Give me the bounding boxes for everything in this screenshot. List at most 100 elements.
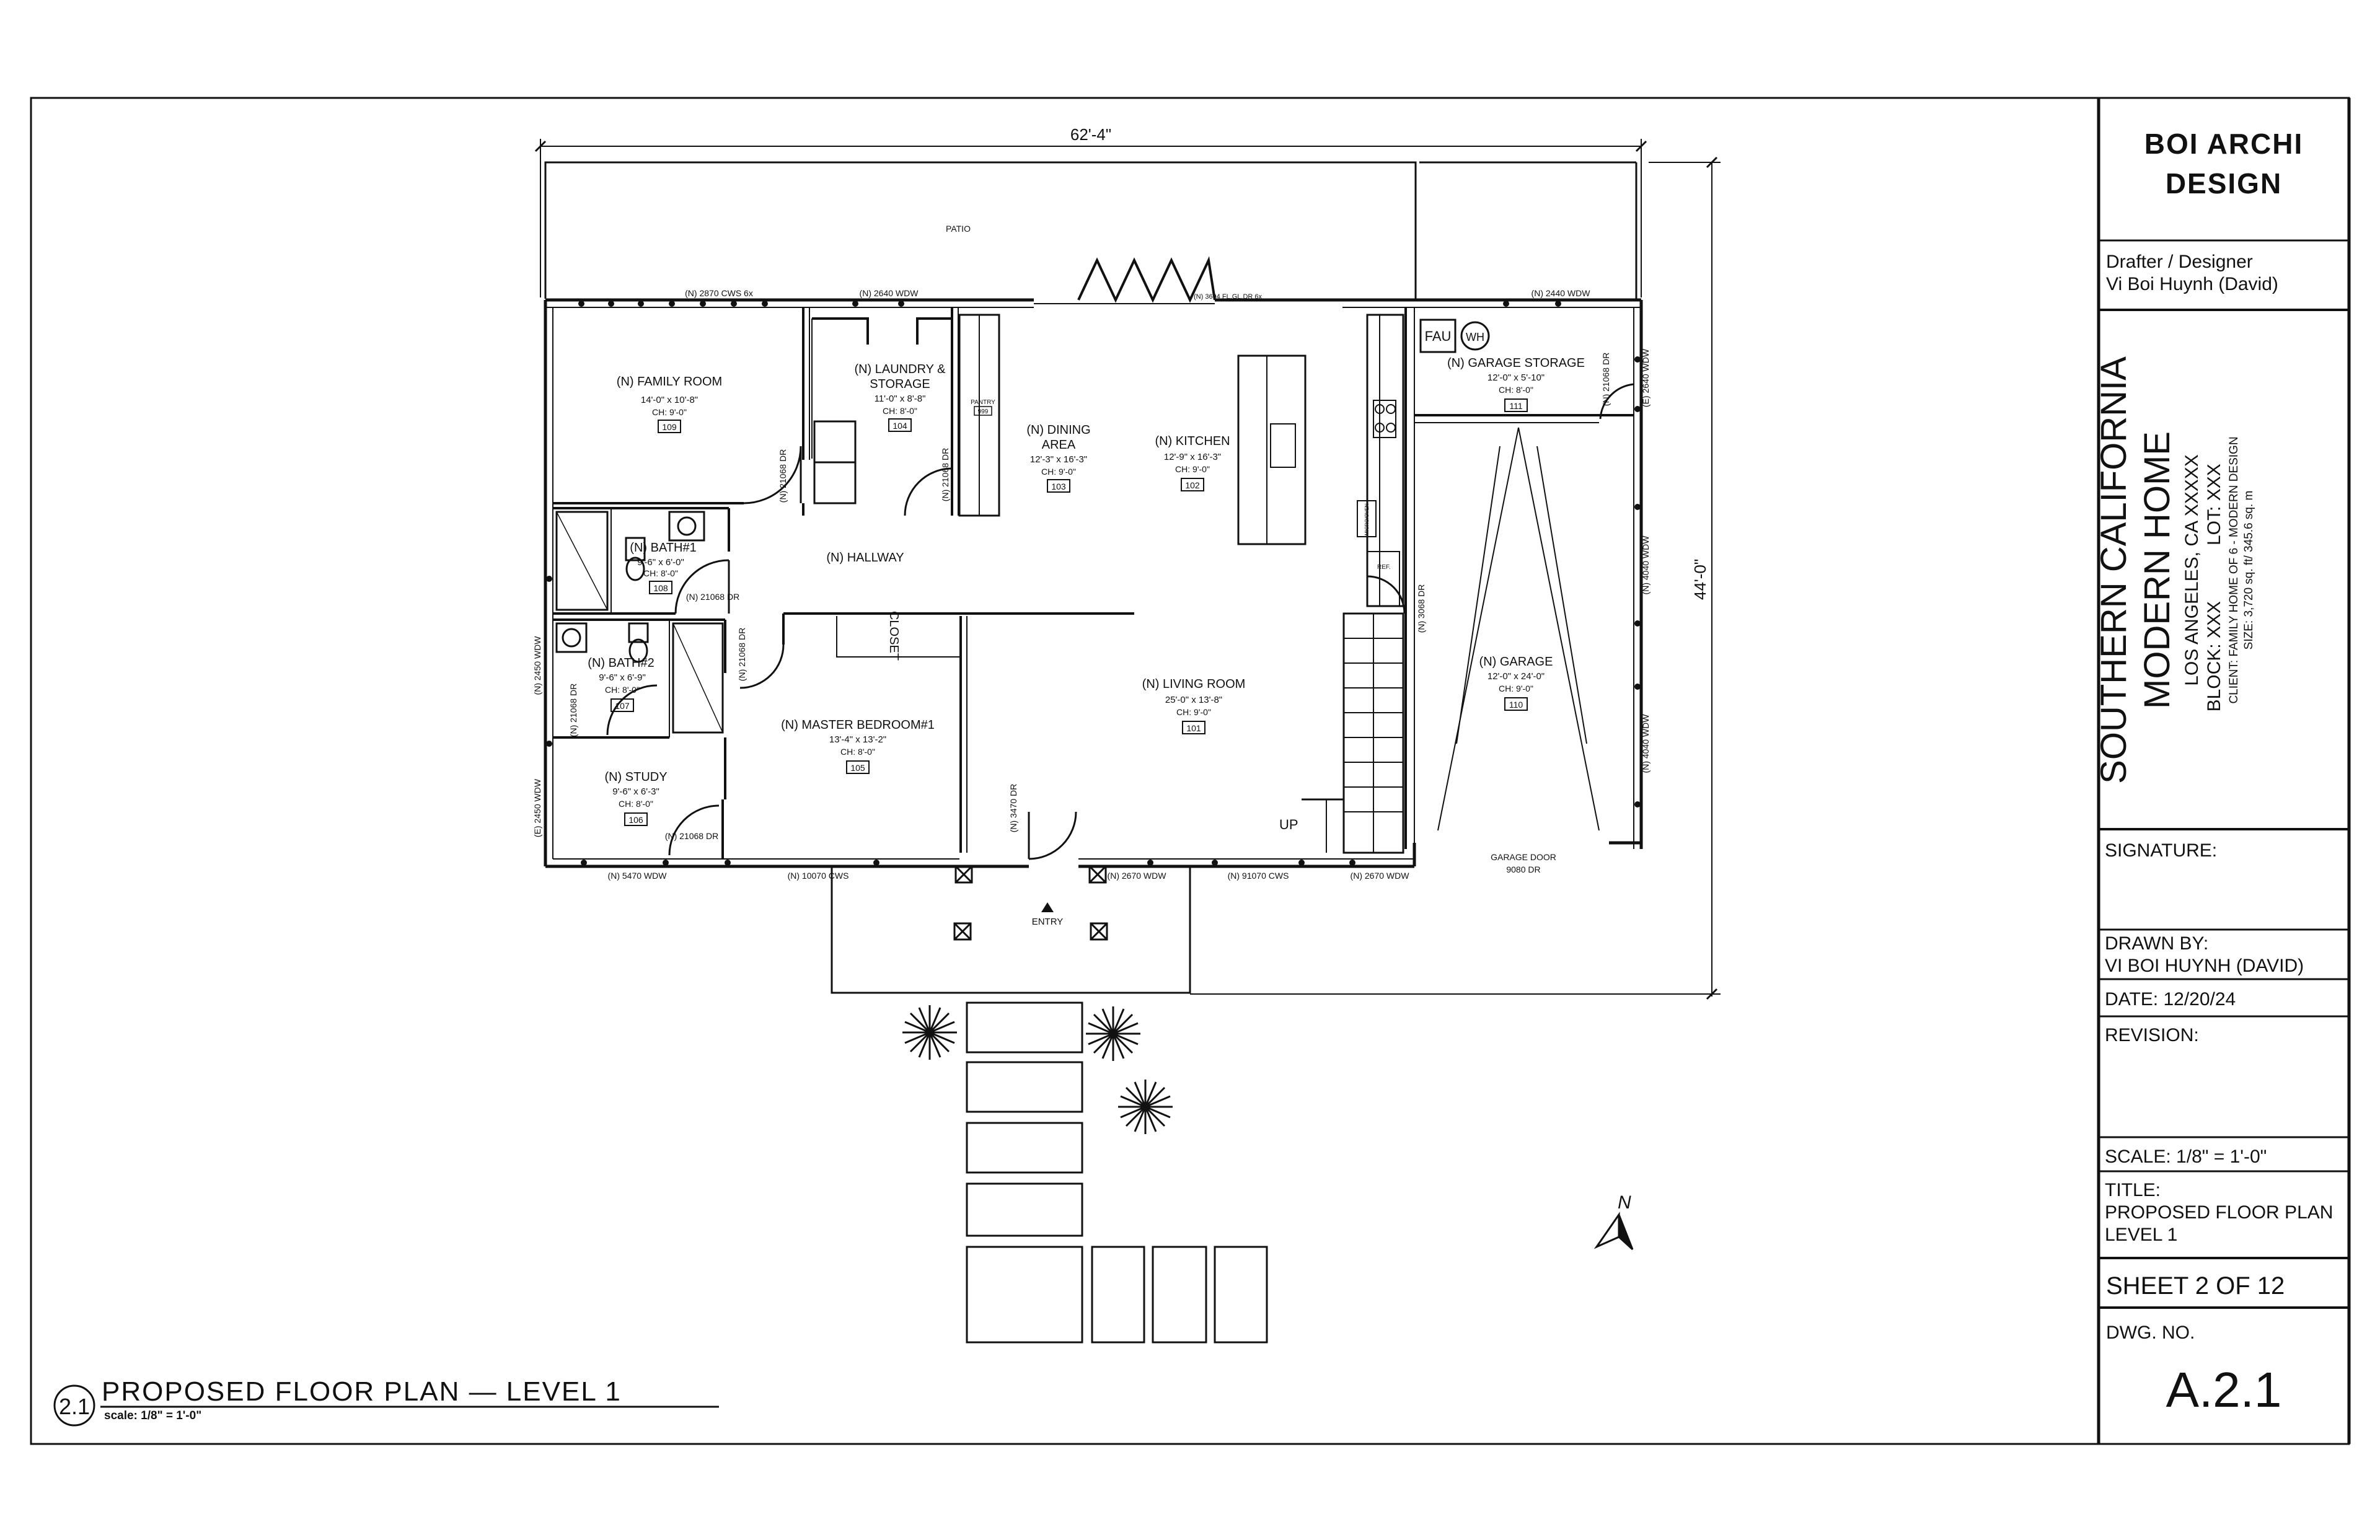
sheet-number: SHEET 2 OF 12 [2106,1272,2285,1300]
label-d-family: (N) 21068 DR [778,449,788,503]
patio-label: PATIO [946,224,971,234]
project-lot: LOT: XXX [2204,464,2224,545]
dimension-depth: 44'-0" [1190,156,1721,1000]
family-room-number: 109 [662,422,677,432]
appliance-label: MICRO/OVEN [1364,503,1370,535]
drawing-title: 2.1 PROPOSED FLOOR PLAN — LEVEL 1 scale:… [53,1376,719,1427]
dining-name2: AREA [1042,438,1076,452]
laundry-appliances [813,420,857,504]
pantry-number: 999 [978,408,989,415]
label-d-study: (N) 21068 DR [665,831,718,841]
drawn-by-label: DRAWN BY: [2105,933,2208,954]
bath1-size: 9'-6" x 6'-0" [637,557,684,568]
living-number: 101 [1186,723,1201,733]
overall-depth-label: 44'-0" [1691,559,1709,600]
label-w-garage-lower: (N) 4040 WDW [1641,714,1651,773]
landscape-plants [902,1005,1173,1134]
label-d-fold: (N) 3694 FL.GL.DR 6x [1194,293,1263,301]
label-w-left-lower: (E) 2450 WDW [532,778,542,837]
label-w-bot4: (N) 91070 CWS [1228,871,1289,881]
project-name-line2: MODERN HOME [2137,431,2177,709]
laundry-ch: CH: 8'-0" [883,406,917,416]
drawing-number: 2.1 [59,1394,90,1419]
wh-label: WH [1466,331,1484,343]
kitchen-number: 102 [1185,480,1200,490]
laundry-name2: STORAGE [870,377,930,391]
firm-name-line2: DESIGN [2166,167,2282,200]
laundry-number: 104 [892,421,907,431]
garage-door-line1: GARAGE DOOR [1491,852,1556,862]
garage-car-outline [1437,427,1600,831]
door-swings [606,383,1634,860]
stairs [1302,612,1404,854]
interior-walls [553,307,1634,859]
hallway-name: (N) HALLWAY [826,551,904,565]
project-client: CLIENT: FAMILY HOME OF 6 - MODERN DESIGN [2228,436,2241,703]
living-size: 25'-0" x 13'-8" [1165,695,1222,705]
drafter-label: Drafter / Designer [2106,252,2253,272]
ref-label: REF. [1377,564,1391,571]
drawing-title-text: PROPOSED FLOOR PLAN — LEVEL 1 [102,1376,622,1407]
title-line1: PROPOSED FLOOR PLAN [2105,1202,2333,1223]
dwg-number: A.2.1 [2166,1362,2282,1417]
overall-width-label: 62'-4" [1070,125,1111,144]
label-w-laundry-top: (N) 2640 WDW [860,288,919,298]
master-ch: CH: 8'-0" [840,747,875,757]
walkway-pavers [966,1001,1268,1344]
dining-ch: CH: 9'-0" [1041,467,1076,477]
entry-arrow [1041,902,1054,912]
exterior-walls [544,298,1643,868]
dining-name1: (N) DINING [1026,423,1090,437]
drawn-by-name: VI BOI HUYNH (DAVID) [2105,956,2304,976]
entry-porch [831,865,1191,994]
signature-label: SIGNATURE: [2105,840,2217,861]
window-ticks [546,301,1641,866]
study-ch: CH: 8'-0" [619,799,653,809]
opening-labels: (N) 2870 CWS 6x (N) 2640 WDW (N) 3694 FL… [532,288,1651,881]
folding-glass-door [1034,256,1216,304]
title-block: BOI ARCHI DESIGN Drafter / Designer Vi B… [2094,98,2351,1444]
dwg-label: DWG. NO. [2106,1322,2195,1343]
garage-door-line2: 9080 DR [1506,865,1540,874]
date-field: DATE: 12/20/24 [2105,989,2236,1010]
label-d-gs: (N) 21068 DR [1601,353,1611,406]
garage-size: 12'-0" x 24'-0" [1488,671,1545,682]
label-w-bot5: (N) 2670 WDW [1351,871,1410,881]
dining-size: 12'-3" x 16'-3" [1030,454,1087,465]
dining-number: 103 [1051,482,1066,491]
project-name-line1: SOUTHERN CALIFORNIA [2094,356,2134,784]
study-name: (N) STUDY [604,770,667,784]
garage-storage-name: (N) GARAGE STORAGE [1447,356,1585,370]
kitchen-name: (N) KITCHEN [1155,434,1230,448]
bath2-size: 9'-6" x 6'-9" [599,672,646,683]
label-w-gs-right: (E) 2640 WDW [1641,348,1651,407]
family-room-ch: CH: 9'-0" [652,407,687,417]
north-arrow: N [1593,1192,1634,1251]
title-label: TITLE: [2105,1180,2161,1200]
laundry-name1: (N) LAUNDRY & [854,363,946,376]
master-number: 105 [850,763,865,773]
bath1-ch: CH: 8'-0" [643,568,678,578]
label-d-bath1: (N) 21068 DR [686,592,739,602]
living-ch: CH: 9'-0" [1176,707,1211,717]
bath1-number: 108 [653,583,668,593]
family-room-size: 14'-0" x 10'-8" [641,395,698,405]
master-size: 13'-4" x 13'-2" [829,734,886,745]
bath-fixtures [555,511,724,734]
project-location: LOS ANGELES, CA XXXXX [2182,454,2202,686]
pantry-name: PANTRY [971,399,995,406]
firm-name-line1: BOI ARCHI [2144,128,2304,160]
bath2-ch: CH: 8'-0" [605,685,640,695]
project-block: BLOCK: XXX [2204,601,2224,711]
label-d-master: (N) 21068 DR [737,628,747,681]
garage-ch: CH: 9'-0" [1499,684,1533,693]
label-d-laundry: (N) 21068 DR [940,448,950,501]
scale-field: SCALE: 1/8" = 1'-0" [2105,1146,2267,1167]
garage-storage-ch: CH: 8'-0" [1499,385,1533,395]
dimension-width: 62'-4" [534,125,1647,297]
laundry-size: 11'-0" x 8'-8" [875,394,926,404]
garage-storage-size: 12'-0" x 5'-10" [1488,372,1545,383]
study-size: 9'-6" x 6'-3" [612,786,659,797]
kitchen-size: 12'-9" x 16'-3" [1164,452,1221,462]
